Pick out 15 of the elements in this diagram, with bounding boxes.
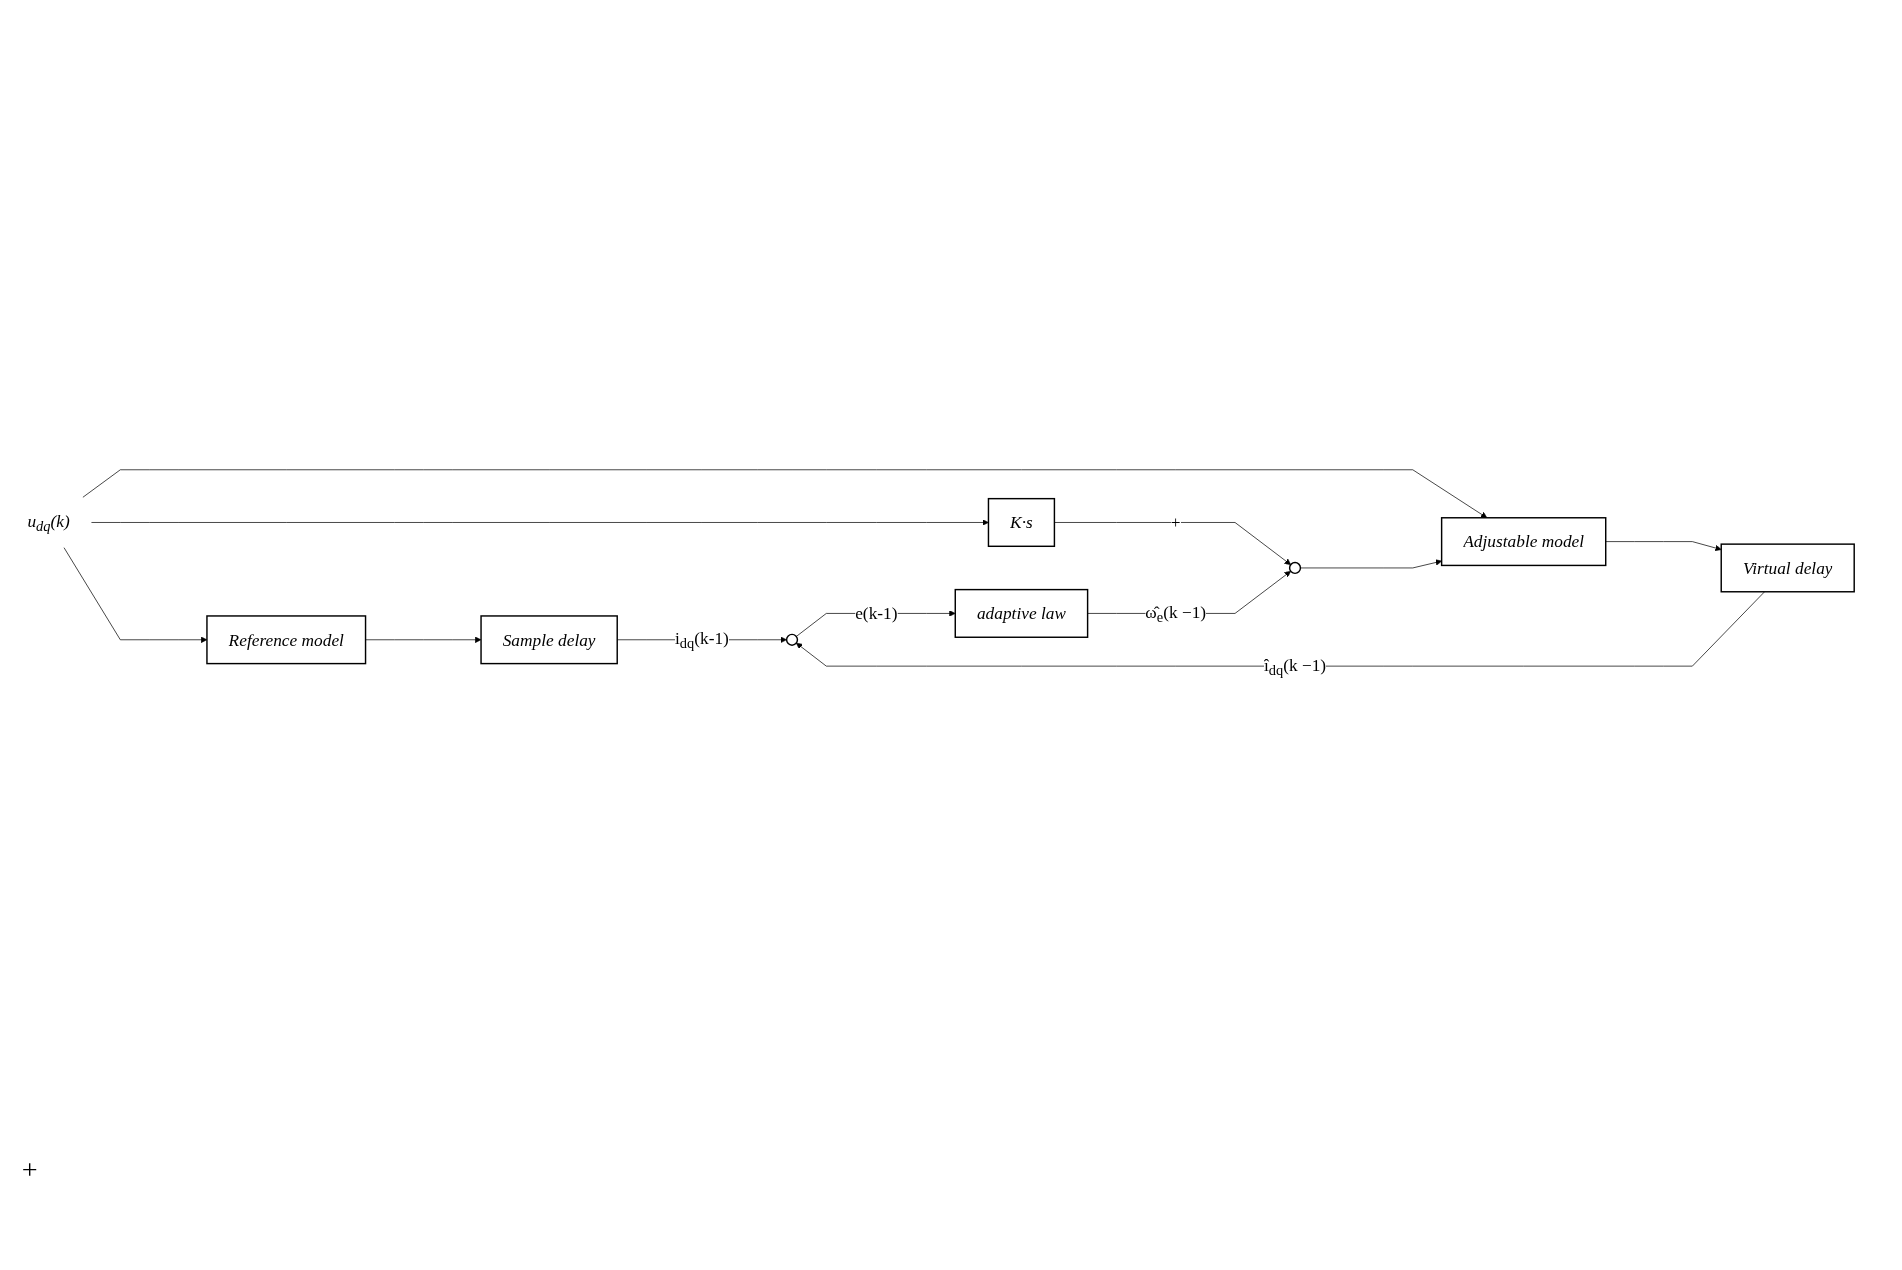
sign-label: + bbox=[20, 1154, 39, 1185]
node-box: K·s bbox=[987, 497, 1056, 547]
node-box: Reference model bbox=[206, 615, 367, 665]
edge-label: î$_{dq}$(k −1) bbox=[1263, 655, 1327, 678]
node-circle bbox=[1288, 561, 1302, 574]
edge-label: ω̂$_{e}$(k −1) bbox=[1145, 602, 1207, 625]
node-text: u$_{dq}$(k) bbox=[27, 511, 70, 534]
node-box: Adjustable model bbox=[1440, 516, 1607, 566]
node-box: Virtual delay bbox=[1720, 543, 1855, 593]
edge-label: e(k-1) bbox=[855, 603, 898, 623]
node-box: adaptive law bbox=[954, 588, 1089, 638]
edge-label: i$_{dq}$(k-1) bbox=[674, 628, 729, 652]
edge-label: + bbox=[1170, 512, 1181, 532]
node-circle bbox=[785, 633, 799, 646]
node-box: Sample delay bbox=[480, 615, 618, 665]
